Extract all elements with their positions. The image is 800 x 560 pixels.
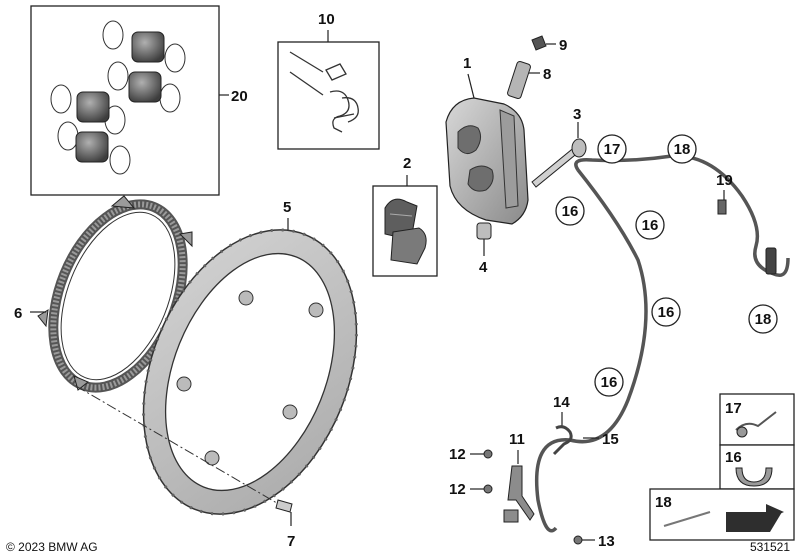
callout-1: 1 xyxy=(463,55,471,72)
legend-16-label: 16 xyxy=(725,449,742,466)
cable-tie-legend-icon xyxy=(663,511,711,527)
callout-18-lower: 18 xyxy=(755,311,772,328)
copyright-text: © 2023 BMW AG xyxy=(6,540,98,554)
callout-14: 14 xyxy=(553,394,570,411)
callout-13: 13 xyxy=(598,533,615,550)
dust-cap-icon xyxy=(531,35,547,51)
callout-9: 9 xyxy=(559,37,567,54)
callout-16-a: 16 xyxy=(562,203,579,220)
guide-pin-icon xyxy=(476,222,492,240)
caliper-bolt-icon xyxy=(531,138,587,188)
circled-callouts: 17 18 16 16 16 16 18 xyxy=(555,134,778,397)
legend-18-label: 18 xyxy=(655,494,672,511)
brake-caliper-icon xyxy=(445,97,529,225)
callout-19: 19 xyxy=(716,172,733,189)
callout-5: 5 xyxy=(283,199,291,216)
callout-2: 2 xyxy=(403,155,411,172)
screw-icon xyxy=(483,484,493,494)
arrow-icon xyxy=(726,504,784,532)
line-clip-icon xyxy=(735,467,773,487)
callout-16-c: 16 xyxy=(658,304,675,321)
brake-disc: 5 7 xyxy=(75,199,358,550)
callout-3: 3 xyxy=(573,106,581,123)
document-number: 531521 xyxy=(749,540,790,554)
bracket-icon xyxy=(503,465,535,523)
brake-line: 15 xyxy=(534,154,790,533)
callout-17: 17 xyxy=(604,141,621,158)
callout-18-upper: 18 xyxy=(674,141,691,158)
bracket: 11 12 12 13 xyxy=(449,431,615,550)
holder: 14 xyxy=(552,394,573,456)
callout-6: 6 xyxy=(14,305,22,322)
callout-16-d: 16 xyxy=(601,374,618,391)
brake-disc-icon xyxy=(142,228,358,516)
brake-caliper: 1 8 9 3 4 xyxy=(445,35,587,276)
callout-20: 20 xyxy=(231,88,248,105)
piston-set-box: 20 xyxy=(30,5,248,196)
spring-kit-box: 10 xyxy=(277,11,380,150)
screw-icon xyxy=(483,449,493,459)
disc-bolt-icon xyxy=(275,499,293,513)
bleed-screw-icon xyxy=(507,60,531,100)
callout-16-b: 16 xyxy=(642,217,659,234)
callout-4: 4 xyxy=(479,259,488,276)
brake-pad-set-icon xyxy=(384,198,427,265)
callout-12-a: 12 xyxy=(449,446,466,463)
retaining-spring-kit-icon xyxy=(289,51,359,133)
legend: 17 16 18 xyxy=(649,393,795,541)
legend-17-label: 17 xyxy=(725,400,742,417)
callout-15: 15 xyxy=(602,431,619,448)
callout-10: 10 xyxy=(318,11,335,28)
holder-icon xyxy=(552,425,573,456)
clip-icon xyxy=(735,411,777,438)
screw-icon xyxy=(573,535,583,545)
callout-12-b: 12 xyxy=(449,481,466,498)
brake-pad-box: 2 xyxy=(372,155,438,277)
callout-11: 11 xyxy=(509,431,525,448)
callout-8: 8 xyxy=(543,66,551,83)
piston-set-icon xyxy=(50,20,186,175)
callout-7: 7 xyxy=(287,533,295,550)
cable-tie-icon xyxy=(717,199,777,275)
